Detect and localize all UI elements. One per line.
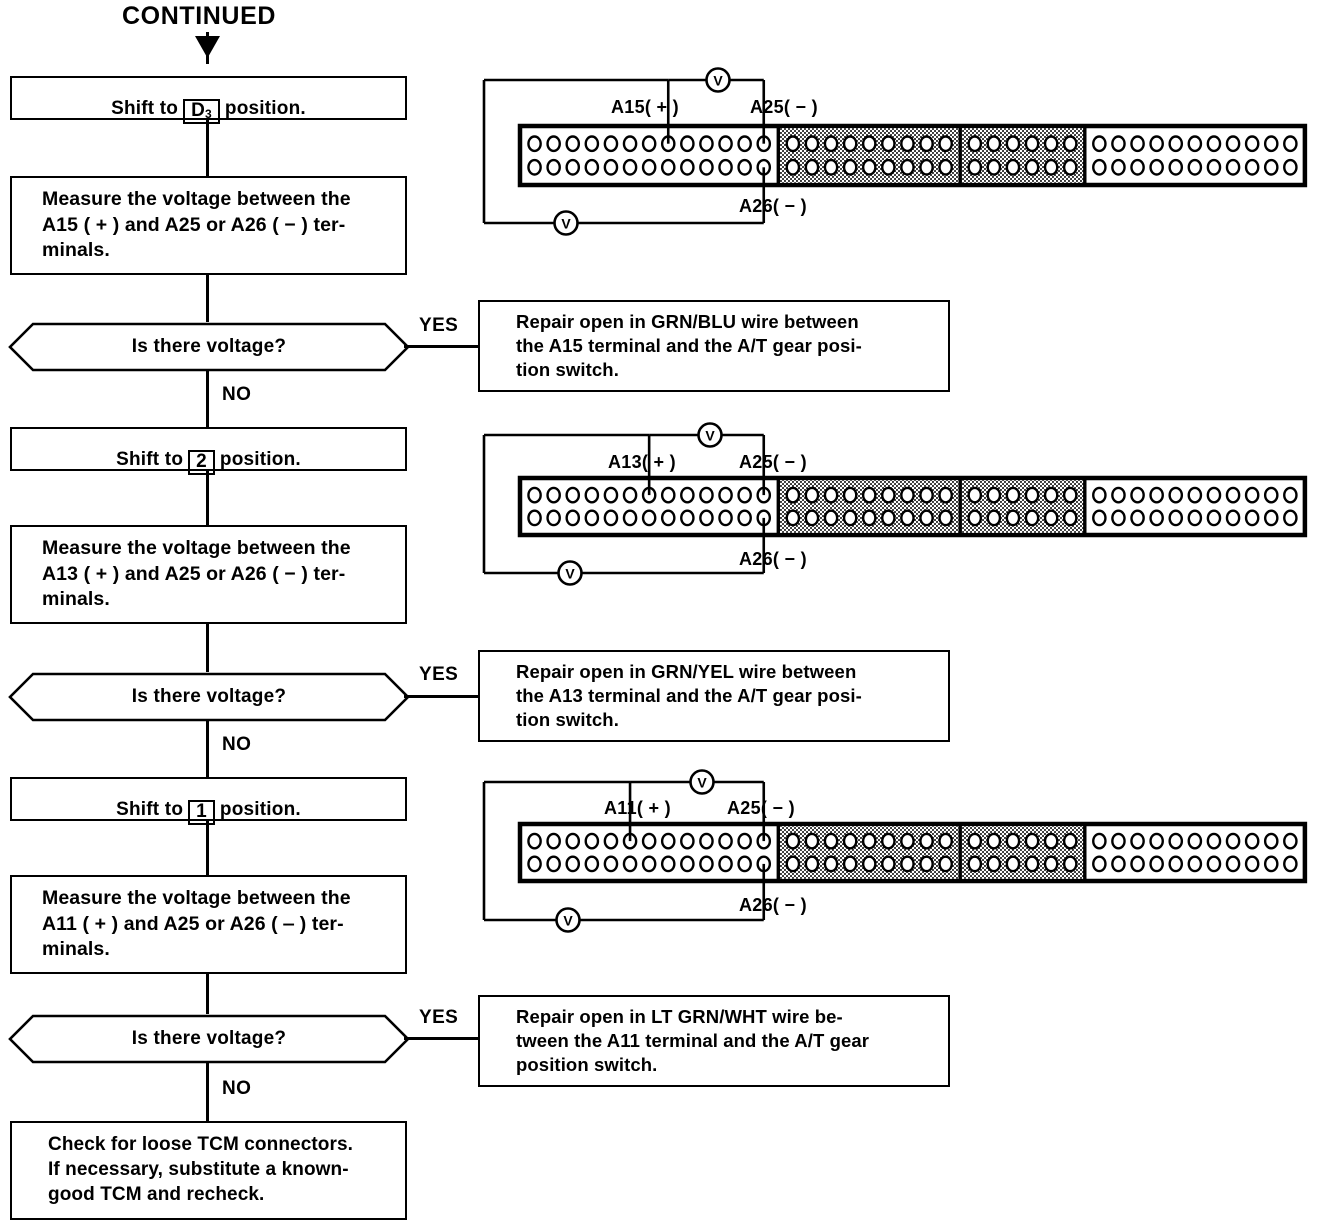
decision-is-there-voltage-1[interactable]: Is there voltage? bbox=[8, 322, 410, 372]
decision-3-no-label: NO bbox=[222, 1078, 252, 1099]
decision-1-label: Is there voltage? bbox=[131, 336, 287, 357]
gear-token-d3: D3 bbox=[183, 98, 220, 124]
terminator-repair-grn-yel-label: Repair open in GRN/YEL wire between the … bbox=[516, 660, 862, 731]
svg-text:V: V bbox=[713, 73, 723, 89]
shift-suffix-1: position. bbox=[219, 798, 301, 820]
shift-prefix-2: Shift to bbox=[116, 448, 184, 470]
decision-1-no-label: NO bbox=[222, 384, 252, 405]
link-decision-2-to-shift-1 bbox=[206, 720, 209, 777]
link-measure-to-decision-1 bbox=[206, 275, 209, 322]
connector-a11-negative-top-label: A25( − ) bbox=[727, 798, 795, 818]
decision-2-yes-line bbox=[404, 695, 482, 698]
link-measure-a13-to-decision-2 bbox=[206, 624, 209, 672]
connector-a15-negative-bottom-label: A26( − ) bbox=[739, 196, 807, 216]
connector-a13-negative-bottom-label: A26( − ) bbox=[739, 549, 807, 569]
terminator-final-tcm-label: Check for loose TCM connectors. If neces… bbox=[48, 1134, 354, 1205]
terminator-final-tcm[interactable]: Check for loose TCM connectors. If neces… bbox=[10, 1121, 407, 1220]
decision-1-yes-line bbox=[404, 345, 482, 348]
terminator-repair-grn-blu-label: Repair open in GRN/BLU wire between the … bbox=[516, 310, 862, 381]
terminator-repair-grn-yel[interactable]: Repair open in GRN/YEL wire between the … bbox=[478, 650, 950, 742]
connector-diagram-a11: V V A11( + ) A25( − ) A26( − ) bbox=[480, 765, 1330, 940]
connector-a15-positive-label: A15( + ) bbox=[611, 97, 679, 117]
shift-suffix-2: position. bbox=[219, 448, 301, 470]
step-measure-a15[interactable]: Measure the voltage between the A15 ( + … bbox=[10, 176, 407, 275]
terminator-repair-lt-grn-wht-label: Repair open in LT GRN/WHT wire be- tween… bbox=[516, 1005, 870, 1076]
connector-a11-negative-bottom-label: A26( − ) bbox=[739, 895, 807, 915]
step-measure-a13-label: Measure the voltage between the A13 ( + … bbox=[42, 537, 351, 611]
step-measure-a15-label: Measure the voltage between the A15 ( + … bbox=[42, 188, 351, 262]
decision-1-yes-label: YES bbox=[419, 315, 459, 336]
connector-diagram-a15: V V A15( + ) A25( − ) A26( − ) bbox=[480, 60, 1330, 245]
terminator-repair-grn-blu[interactable]: Repair open in GRN/BLU wire between the … bbox=[478, 300, 950, 392]
decision-2-no-label: NO bbox=[222, 734, 252, 755]
connector-a15-negative-top-label: A25( − ) bbox=[750, 97, 818, 117]
connector-a13-negative-top-label: A25( − ) bbox=[739, 452, 807, 472]
page-title: CONTINUED bbox=[122, 2, 277, 30]
svg-text:V: V bbox=[565, 566, 575, 582]
shift-suffix: position. bbox=[224, 97, 306, 119]
link-decision-3-to-final bbox=[206, 1062, 209, 1121]
link-shift1-to-measure-a11 bbox=[206, 821, 209, 875]
gear-token-1: 1 bbox=[188, 799, 215, 825]
link-d3-to-measure bbox=[206, 120, 209, 176]
svg-text:V: V bbox=[561, 216, 571, 232]
svg-text:V: V bbox=[697, 775, 707, 791]
svg-text:V: V bbox=[563, 913, 573, 929]
decision-is-there-voltage-2[interactable]: Is there voltage? bbox=[8, 672, 410, 722]
decision-3-label: Is there voltage? bbox=[131, 1028, 287, 1049]
link-decision-1-to-shift-2 bbox=[206, 370, 209, 427]
shift-prefix-1: Shift to bbox=[116, 798, 184, 820]
link-shift2-to-measure-a13 bbox=[206, 471, 209, 525]
shift-prefix: Shift to bbox=[111, 97, 179, 119]
step-measure-a11-label: Measure the voltage between the A11 ( + … bbox=[42, 887, 351, 961]
terminator-repair-lt-grn-wht[interactable]: Repair open in LT GRN/WHT wire be- tween… bbox=[478, 995, 950, 1087]
svg-text:V: V bbox=[705, 428, 715, 444]
connector-a11-positive-label: A11( + ) bbox=[604, 798, 671, 818]
step-measure-a11[interactable]: Measure the voltage between the A11 ( + … bbox=[10, 875, 407, 974]
step-measure-a13[interactable]: Measure the voltage between the A13 ( + … bbox=[10, 525, 407, 624]
decision-is-there-voltage-3[interactable]: Is there voltage? bbox=[8, 1014, 410, 1064]
gear-token-2: 2 bbox=[188, 449, 215, 475]
connector-a13-positive-label: A13( + ) bbox=[608, 452, 676, 472]
gear-token-sub: 3 bbox=[205, 106, 212, 121]
decision-3-yes-line bbox=[404, 1037, 482, 1040]
decision-3-yes-label: YES bbox=[419, 1007, 459, 1028]
connector-diagram-a13: V V A13( + ) A25( − ) A26( − ) bbox=[480, 421, 1330, 596]
link-measure-a11-to-decision-3 bbox=[206, 974, 209, 1014]
decision-2-yes-label: YES bbox=[419, 664, 459, 685]
continued-arrow-head bbox=[195, 36, 220, 58]
decision-2-label: Is there voltage? bbox=[131, 686, 287, 707]
